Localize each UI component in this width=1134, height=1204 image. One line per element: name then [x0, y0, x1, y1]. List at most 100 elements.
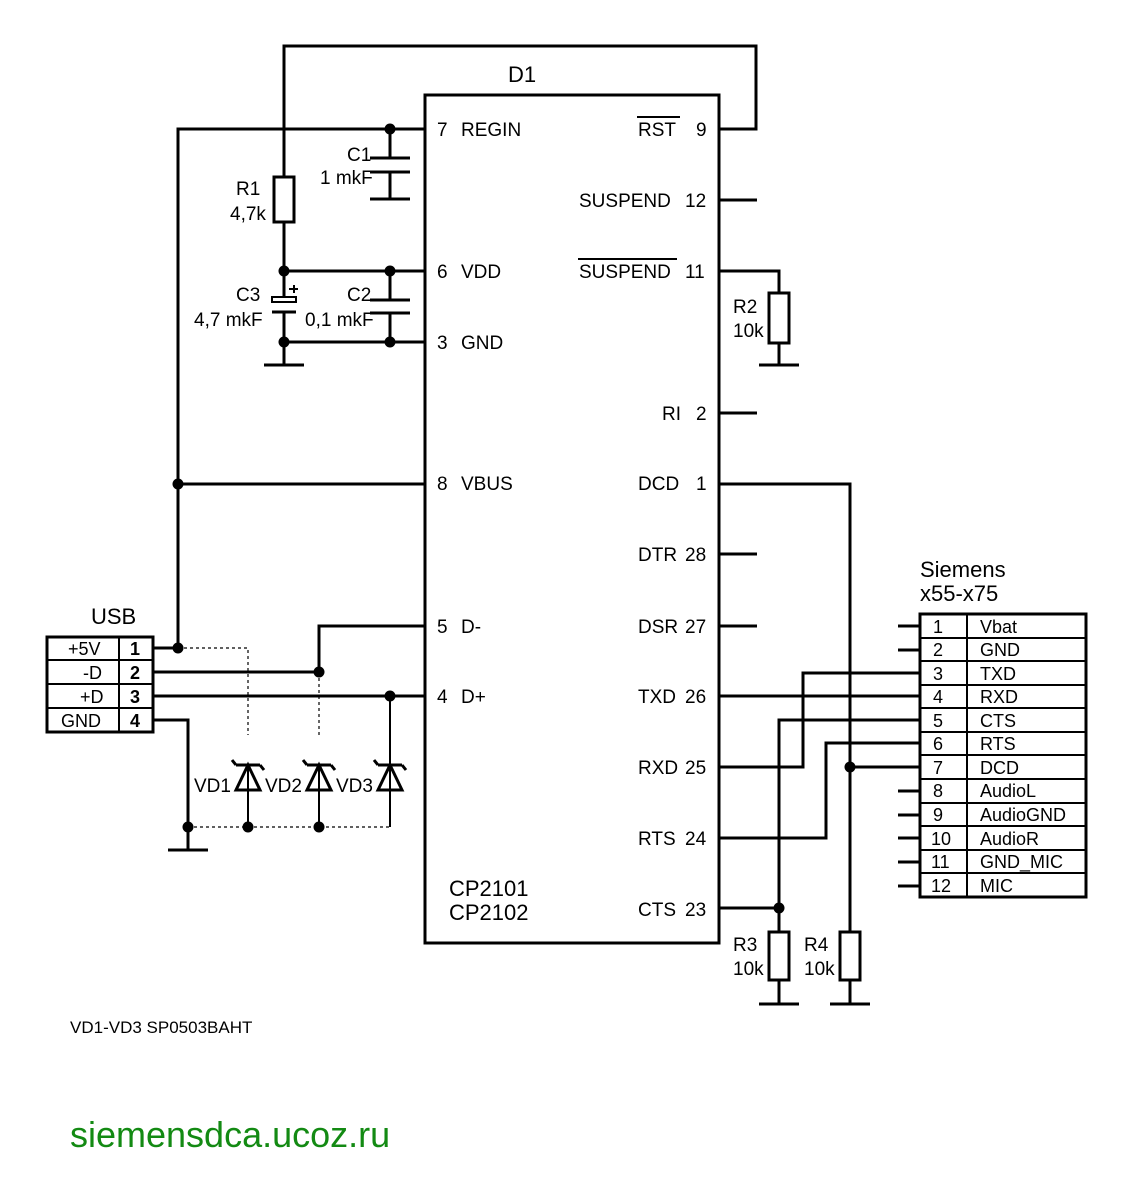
junction-dot — [384, 265, 396, 277]
phone-pin-5: 5 — [933, 711, 943, 731]
tvs-dashed-lines — [178, 647, 390, 828]
wire-rts — [719, 741, 920, 840]
vd2-triangle — [304, 761, 334, 792]
usb-pin-2: 2 — [130, 663, 140, 683]
junction-dot — [313, 666, 325, 678]
vd1-label: VD1 — [194, 776, 231, 797]
vd1-triangle — [233, 761, 263, 792]
pin-name-dcd: DCD — [638, 474, 679, 495]
chip-designator: D1 — [508, 62, 536, 87]
c1-name: C1 — [347, 145, 371, 166]
vd2-label: VD2 — [265, 776, 302, 797]
pin-name-rst: RST — [638, 120, 676, 141]
pin-name-txd: TXD — [638, 687, 676, 708]
pin-name-dtr: DTR — [638, 545, 677, 566]
vd3-bar — [372, 759, 408, 771]
tvs-diode-vd3: VD3 — [336, 759, 408, 797]
tvs-diode-vd2: VD2 — [265, 759, 337, 797]
pin-num-24: 24 — [685, 829, 707, 850]
junction-dot — [172, 478, 184, 490]
wire-vdd — [282, 222, 425, 273]
vd3-triangle — [375, 761, 405, 792]
phone-signal-5: CTS — [980, 711, 1016, 731]
capacitor-c1: C1 1 mkF — [320, 145, 410, 189]
website-url[interactable]: siemensdca.ucoz.ru — [70, 1114, 390, 1155]
phone-pin-2: 2 — [933, 640, 943, 660]
pin-name-vbus: VBUS — [461, 474, 513, 495]
r1-value: 4,7k — [230, 204, 266, 225]
pin-num-1: 1 — [696, 474, 707, 495]
wire-usb-gnd — [153, 718, 190, 850]
c3-value: 4,7 mkF — [194, 310, 263, 331]
r4-value: 10k — [804, 959, 835, 980]
phone-pin-9: 9 — [933, 805, 943, 825]
junction-dot — [278, 336, 290, 348]
usb-pin-3: 3 — [130, 687, 140, 707]
phone-signal-2: GND — [980, 640, 1020, 660]
pin-num-3: 3 — [437, 333, 448, 354]
phone-signal-10: AudioR — [980, 829, 1039, 849]
phone-signal-9: AudioGND — [980, 805, 1066, 825]
phone-signal-7: DCD — [980, 758, 1019, 778]
polarity-plus-icon — [289, 285, 298, 293]
r2-body — [767, 291, 791, 345]
siemens-connector: Siemens x55-x75 1 Vbat 2 GND 3 TXD 4 RXD… — [918, 557, 1088, 899]
phone-signal-1: Vbat — [980, 617, 1017, 637]
c2-name: C2 — [347, 285, 371, 306]
usb-pin-1: 1 — [130, 639, 140, 659]
r1-body — [272, 175, 296, 224]
wire-dminus — [153, 624, 425, 674]
phone-pin-1: 1 — [933, 617, 943, 637]
usb-signal-4: GND — [61, 711, 101, 731]
wire-r2-top — [719, 269, 781, 293]
pin-name-ri: RI — [662, 404, 681, 425]
pin-num-27: 27 — [685, 617, 706, 638]
usb-connector: USB +5V 1 -D 2 +D 3 GND 4 — [45, 604, 155, 734]
pin-name-suspend: SUSPEND — [579, 191, 671, 212]
junction-dot — [384, 336, 396, 348]
pin-num-26: 26 — [685, 687, 706, 708]
resistor-r3: R3 10k — [733, 930, 791, 982]
resistor-r2: R2 10k — [733, 291, 791, 345]
r2-value: 10k — [733, 321, 764, 342]
wire-rst-loop — [282, 44, 758, 177]
junction-dot — [773, 902, 785, 914]
pin-name-gnd: GND — [461, 333, 503, 354]
phone-pin-12: 12 — [931, 876, 951, 896]
pin-name-vdd: VDD — [461, 262, 501, 283]
r2-name: R2 — [733, 297, 757, 318]
ground-symbols — [168, 197, 870, 1006]
phone-pin-6: 6 — [933, 734, 943, 754]
junction-dots — [172, 123, 856, 914]
pin-num-7: 7 — [437, 120, 448, 141]
pin-num-5: 5 — [437, 617, 448, 638]
phone-pin-3: 3 — [933, 664, 943, 684]
pin-name-dplus: D+ — [461, 687, 486, 708]
pin-num-6: 6 — [437, 262, 448, 283]
r3-name: R3 — [733, 935, 757, 956]
phone-signal-8: AudioL — [980, 781, 1036, 801]
r3-body — [767, 930, 791, 982]
capacitor-c2: C2 0,1 mkF — [305, 285, 410, 331]
pin-num-23: 23 — [685, 900, 706, 921]
chip-part-1: CP2101 — [449, 876, 529, 901]
phone-signal-4: RXD — [980, 687, 1018, 707]
pin-num-2: 2 — [696, 404, 707, 425]
pin-num-8: 8 — [437, 474, 448, 495]
phone-title-1: Siemens — [920, 557, 1006, 582]
pin-name-rts: RTS — [638, 829, 676, 850]
dash-vd1-top — [178, 647, 249, 735]
tvs-diode-vd1: VD1 — [194, 759, 266, 797]
usb-pin-4: 4 — [130, 711, 140, 731]
phone-signal-11: GND_MIC — [980, 852, 1063, 873]
diode-part-note: VD1-VD3 SP0503BAHT — [70, 1018, 252, 1037]
wire-dcd — [719, 482, 852, 932]
chip-d1: D1 CP2101 CP2102 7 REGIN 6 VDD 3 GND 8 V… — [423, 62, 721, 945]
junction-dot — [844, 761, 856, 773]
junction-dot — [242, 821, 254, 833]
pin-num-12: 12 — [685, 191, 706, 212]
c2-value: 0,1 mkF — [305, 310, 374, 331]
phone-pin-7: 7 — [933, 758, 943, 778]
phone-signal-3: TXD — [980, 664, 1016, 684]
